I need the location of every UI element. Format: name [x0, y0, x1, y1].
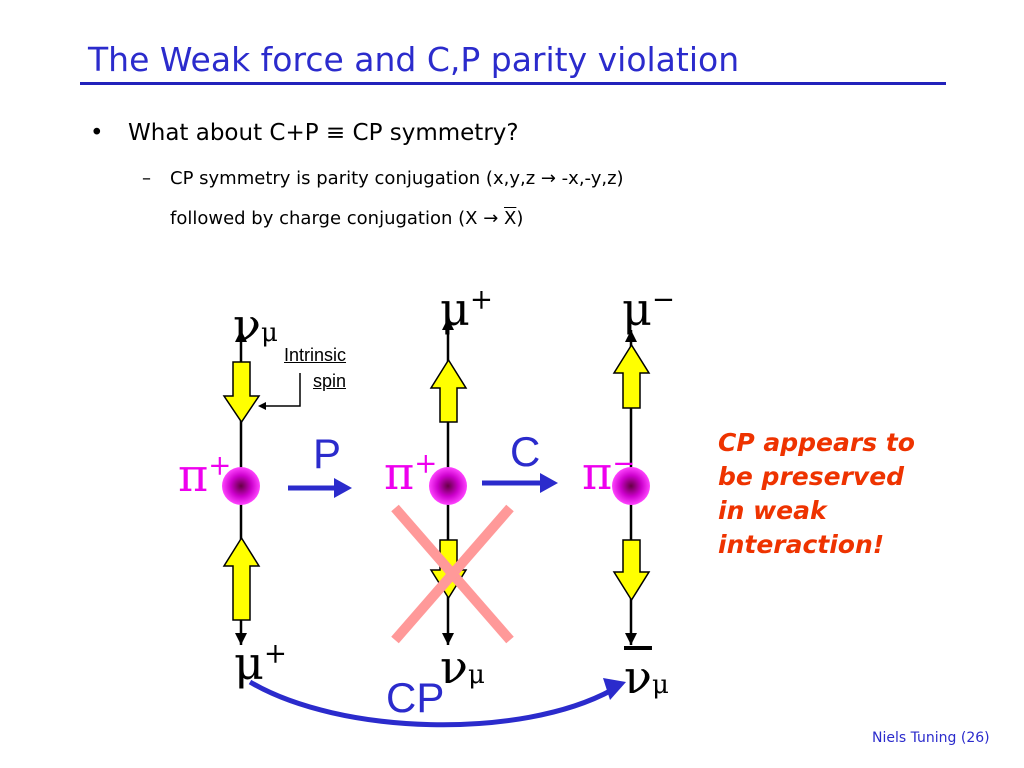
- intrinsic-line: Intrinsic: [284, 345, 347, 365]
- mu-plus-top-middle: μ+: [440, 282, 493, 336]
- anti-nu-symbol: ν: [624, 650, 652, 704]
- pi-symbol: π: [384, 446, 415, 500]
- slide-footer: Niels Tuning (26): [872, 730, 990, 746]
- nu-mu-top-left: νμ: [233, 298, 278, 352]
- nu-mu-bottom-middle: νμ: [440, 640, 485, 694]
- pion-icon: [612, 467, 650, 505]
- p-label: P: [313, 430, 342, 477]
- forbidden-cross-icon: [391, 504, 514, 644]
- bullet-item: • What about C+P ≡ CP symmetry?: [90, 120, 519, 146]
- slide-title: The Weak force and C,P parity violation: [88, 40, 740, 79]
- charge-minus: −: [612, 446, 636, 480]
- charge-plus: +: [263, 636, 288, 670]
- pion-icon: [429, 467, 467, 505]
- cp-label: CP: [386, 674, 445, 721]
- mu-minus-top-right: μ−: [622, 282, 675, 336]
- dash-icon: –: [142, 168, 151, 189]
- title-underline: [80, 82, 946, 85]
- nu-symbol: ν: [440, 640, 468, 694]
- spin-arrow-up-icon: [222, 536, 261, 621]
- mu-symbol: μ: [622, 282, 652, 336]
- cp-transform-arrow: [248, 678, 626, 728]
- mu-subscript: μ: [651, 670, 669, 700]
- pion-plus-middle-label: π+: [384, 446, 437, 500]
- charge-plus: +: [414, 446, 438, 480]
- c-transform-arrow: [482, 473, 558, 493]
- intrinsic-spin-label: Intrinsic spin: [284, 342, 346, 394]
- sub-bullet-continuation: followed by charge conjugation (X → X): [170, 208, 523, 229]
- pointer-arrowhead-icon: [258, 402, 266, 410]
- bullet-dot-icon: •: [90, 120, 104, 146]
- pion-minus-right-label: π−: [582, 446, 635, 500]
- mu-symbol: μ: [440, 282, 470, 336]
- pion-icon: [222, 467, 260, 505]
- spin-arrow-up-icon: [429, 358, 468, 423]
- mu-subscript: μ: [260, 318, 278, 348]
- nu-symbol: ν: [233, 298, 261, 352]
- sub2-suffix: ): [516, 208, 524, 229]
- charge-minus: −: [651, 282, 676, 316]
- mu-symbol: μ: [234, 636, 264, 690]
- pi-symbol: π: [582, 446, 613, 500]
- conclusion-note: CP appears to be preserved in weak inter…: [718, 428, 915, 559]
- anti-nu-mu-bottom-right: νμ: [624, 650, 669, 704]
- sub-bullet-item: –CP symmetry is parity conjugation (x,y,…: [142, 168, 624, 189]
- pi-symbol: π: [178, 448, 209, 502]
- spin-line: spin: [312, 371, 347, 391]
- spin-arrow-down-icon: [222, 361, 261, 424]
- spin-arrow-down-icon: [612, 539, 651, 602]
- charge-plus: +: [208, 448, 232, 482]
- bullet-text: What about C+P ≡ CP symmetry?: [128, 120, 519, 146]
- sub2-prefix: followed by charge conjugation (X →: [170, 208, 505, 229]
- p-transform-arrow: [288, 478, 352, 498]
- c-label: C: [510, 428, 541, 475]
- charge-plus: +: [469, 282, 494, 316]
- sub-bullet-text: CP symmetry is parity conjugation (x,y,z…: [170, 168, 624, 189]
- mu-subscript: μ: [467, 660, 485, 690]
- antiparticle-x: X: [504, 208, 517, 229]
- pion-plus-left-label: π+: [178, 448, 231, 502]
- intrinsic-spin-pointer: [262, 373, 301, 407]
- spin-arrow-up-icon: [612, 343, 651, 409]
- mu-plus-bottom-left: μ+: [234, 636, 287, 690]
